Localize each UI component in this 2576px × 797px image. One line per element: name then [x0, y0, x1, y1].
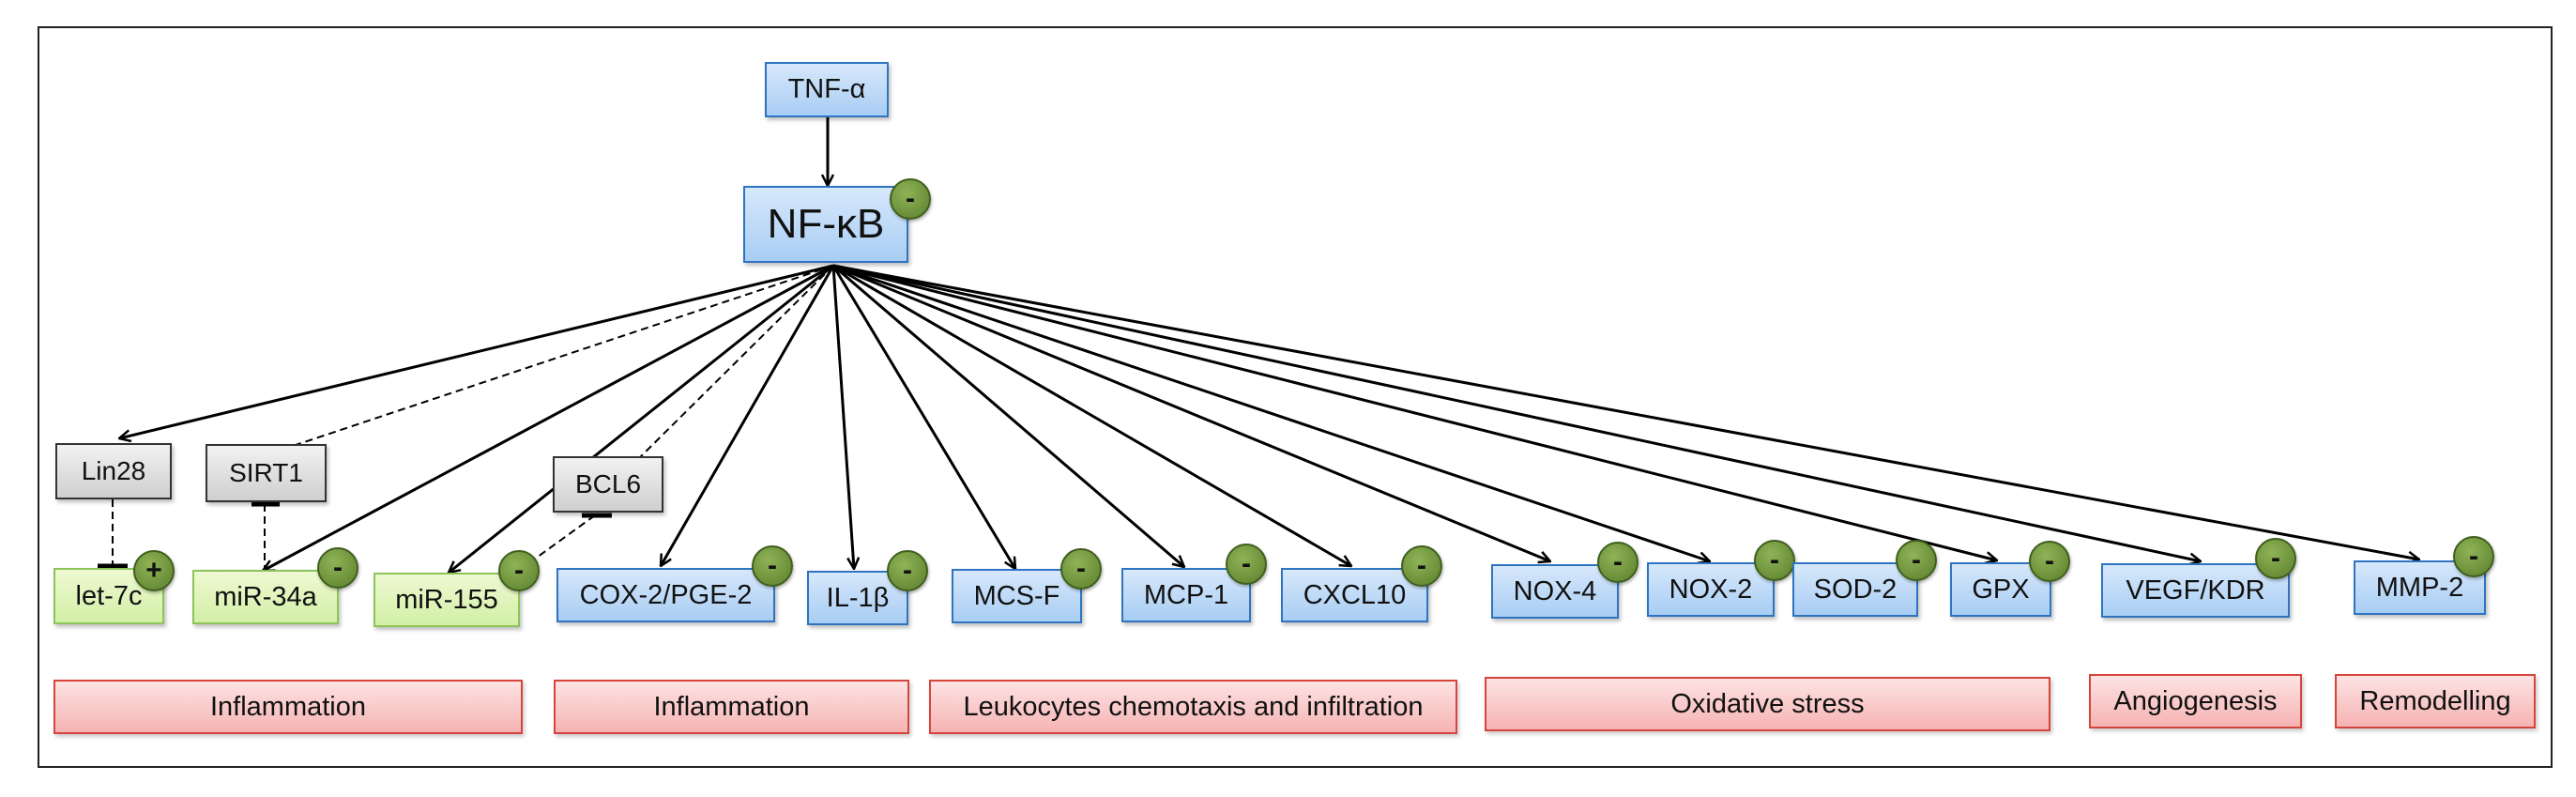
arrow-nfkb-to-cxcl10 — [832, 264, 1351, 566]
arrow-nfkb-to-nox4 — [832, 264, 1550, 561]
minus-badge-gpx: - — [2029, 541, 2070, 582]
node-nox-2: NOX-2 — [1647, 562, 1775, 617]
category-angiogenesis: Angiogenesis — [2089, 674, 2302, 728]
node-cox2-pge2: COX-2/PGE-2 — [556, 568, 775, 622]
minus-badge-nox-2: - — [1754, 540, 1795, 581]
minus-badge-il-1b: - — [887, 550, 928, 591]
arrow-nfkb-to-lin28 — [119, 264, 834, 438]
arrow-nfkb-to-gpx — [832, 264, 1997, 560]
category-remodelling: Remodelling — [2335, 674, 2536, 728]
node-mir-34a: miR-34a — [192, 570, 339, 624]
node-nf-kb: NF-κB — [743, 186, 908, 263]
arrow-nfkb-to-nox2 — [832, 264, 1710, 561]
category-inflammation-mirna: Inflammation — [53, 680, 523, 734]
category-oxidative-stress: Oxidative stress — [1485, 677, 2050, 731]
node-mir-155: miR-155 — [373, 573, 520, 627]
minus-badge-mir-155: - — [498, 550, 540, 591]
node-bcl6: BCL6 — [553, 456, 663, 513]
arrow-nfkb-to-mir34a — [263, 264, 834, 573]
minus-badge-mcs-f: - — [1060, 548, 1102, 590]
minus-badge-cox2-pge2: - — [752, 545, 793, 587]
category-inflammation-cytokines: Inflammation — [554, 680, 909, 734]
dashed-nfkb-to-sirt1 — [267, 265, 834, 455]
inhibit-bcl6-to-mir155 — [489, 514, 596, 592]
node-nox-4: NOX-4 — [1491, 564, 1619, 619]
node-vegf-kdr: VEGF/KDR — [2101, 563, 2290, 618]
minus-badge-mmp-2: - — [2453, 536, 2494, 577]
dashed-nfkb-to-bcl6 — [633, 265, 834, 465]
arrow-nfkb-to-vegf — [832, 264, 2201, 561]
category-leukocytes-chemotaxis: Leukocytes chemotaxis and infiltration — [929, 680, 1457, 734]
arrow-nfkb-to-il1b — [831, 265, 854, 569]
node-gpx: GPX — [1950, 562, 2051, 617]
arrow-nfkb-to-cox2 — [661, 265, 835, 566]
minus-badge-vegf-kdr: - — [2255, 538, 2296, 579]
minus-badge-sod-2: - — [1896, 540, 1937, 581]
arrow-nfkb-to-mmp2 — [832, 264, 2419, 559]
diagram-frame — [38, 26, 2553, 768]
node-tnf-alpha: TNF-α — [765, 62, 889, 117]
plus-badge-let-7c: + — [133, 550, 175, 591]
arrow-nfkb-to-mir155 — [449, 264, 834, 573]
arrow-nfkb-to-mcp1 — [832, 264, 1184, 567]
node-sod-2: SOD-2 — [1792, 562, 1918, 617]
arrow-nfkb-to-mcsf — [831, 265, 1015, 569]
minus-badge-nox-4: - — [1597, 542, 1639, 583]
minus-badge-mir-34a: - — [317, 547, 358, 589]
node-sirt1: SIRT1 — [206, 444, 327, 502]
node-lin28: Lin28 — [55, 443, 172, 499]
minus-badge-cxcl10: - — [1401, 545, 1442, 587]
node-mcs-f: MCS-F — [952, 569, 1082, 623]
minus-badge-mcp-1: - — [1226, 544, 1267, 585]
minus-badge-nf-kb: - — [890, 178, 931, 220]
